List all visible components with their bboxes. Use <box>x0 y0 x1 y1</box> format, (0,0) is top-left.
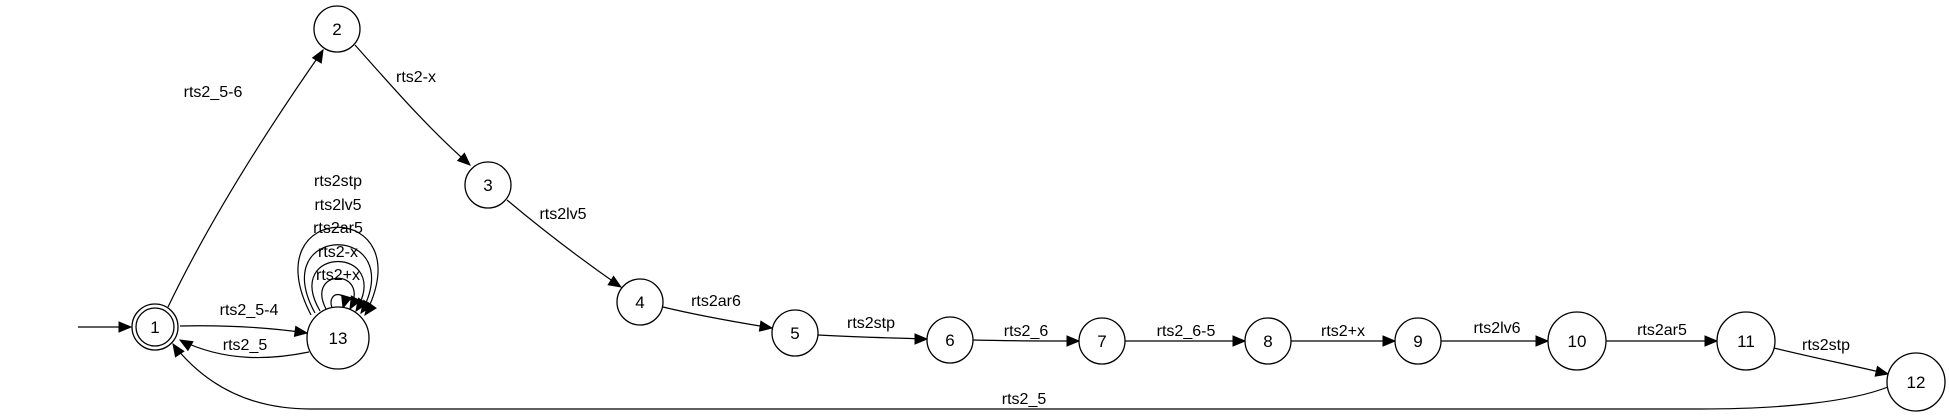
edge-3-to-4 <box>506 199 622 288</box>
state-label: 12 <box>1907 373 1926 392</box>
arrowhead <box>607 275 623 288</box>
edge-5-to-6 <box>817 334 928 340</box>
arrowhead <box>1535 335 1550 347</box>
edges-layer <box>78 44 1890 410</box>
edge-label: rts2_5 <box>1002 391 1047 408</box>
arrowhead <box>1232 335 1247 347</box>
edge-label: rts2stp <box>314 173 362 190</box>
state-node-1: 1 <box>131 303 179 351</box>
edge-label: rts2_5-6 <box>184 84 243 101</box>
edge-13-to-13-loop-6 <box>303 244 373 314</box>
arrowhead <box>758 320 774 332</box>
edge-1-to-13 <box>179 325 308 334</box>
arrowhead <box>914 333 929 345</box>
arrowhead <box>1066 335 1081 347</box>
state-circle <box>464 161 512 209</box>
state-circle <box>306 306 370 370</box>
state-label: 2 <box>332 20 341 39</box>
arrowhead <box>311 48 324 64</box>
state-label: 10 <box>1568 332 1587 351</box>
state-circle <box>1394 317 1442 365</box>
edge-label: rts2-x <box>396 69 436 86</box>
state-node-4: 4 <box>616 278 664 326</box>
state-node-5: 5 <box>771 309 819 357</box>
edge-13-to-13-loop-4 <box>321 277 355 310</box>
edge-label: rts2stp <box>847 315 895 332</box>
state-circle <box>1547 311 1607 371</box>
arrowhead <box>178 339 194 352</box>
edge-label: rts2+x <box>316 267 360 284</box>
edge-label: rts2ar6 <box>691 293 741 310</box>
state-circle <box>313 5 361 53</box>
edge-label: rts2lv5 <box>314 197 361 214</box>
edge-13-to-1 <box>179 339 310 359</box>
edge-label: rts2stp <box>1802 337 1850 354</box>
edge-label: rts2lv5 <box>539 206 586 223</box>
accepting-state-inner-circle <box>135 307 175 347</box>
state-node-8: 8 <box>1244 317 1292 365</box>
state-circle <box>926 316 974 364</box>
edge-labels-layer: rts2_5-6 rts2_5-4 rts2_5 rts2+x rts2-x rts2ar… <box>184 69 1850 408</box>
state-circle <box>771 309 819 357</box>
edge-13-to-13-loop-5 <box>311 261 365 312</box>
edge-6-to-7 <box>972 339 1080 342</box>
arrowhead <box>1874 365 1890 377</box>
initial-state-arrowhead <box>118 321 133 333</box>
state-node-2: 2 <box>313 5 361 53</box>
state-circle <box>1244 317 1292 365</box>
state-label: 6 <box>945 331 954 350</box>
state-label: 1 <box>150 318 159 337</box>
state-node-11: 11 <box>1716 311 1776 371</box>
arrowhead <box>293 325 309 338</box>
state-circle <box>1716 311 1776 371</box>
state-node-10: 10 <box>1547 311 1607 371</box>
state-node-6: 6 <box>926 316 974 364</box>
state-label: 9 <box>1413 332 1422 351</box>
state-node-13: 13 <box>306 306 370 370</box>
state-label: 11 <box>1737 332 1755 351</box>
edge-2-to-3 <box>354 44 471 166</box>
state-node-9: 9 <box>1394 317 1442 365</box>
arrowhead <box>364 301 377 317</box>
state-label: 8 <box>1263 332 1272 351</box>
arrowhead <box>172 342 185 358</box>
edge-label: rts2_6-5 <box>1157 323 1216 340</box>
state-label: 7 <box>1097 332 1106 351</box>
edge-label: rts2ar5 <box>1637 322 1687 339</box>
edge-label: rts2_5-4 <box>220 302 279 319</box>
edge-12-to-1 <box>172 343 1889 410</box>
arrowhead <box>355 297 368 313</box>
edge-label: rts2_6 <box>1004 323 1049 340</box>
edge-13-to-13-loop-7 <box>297 226 379 316</box>
state-circle <box>1078 317 1126 365</box>
edge-1-to-2 <box>167 49 324 308</box>
state-label: 5 <box>790 324 799 343</box>
edge-label: rts2_5 <box>223 337 268 354</box>
state-node-12: 12 <box>1886 352 1946 412</box>
edge-label: rts2ar5 <box>313 220 363 237</box>
arrowhead <box>456 152 471 166</box>
state-circle <box>616 278 664 326</box>
arrowhead <box>1382 335 1397 347</box>
state-node-7: 7 <box>1078 317 1126 365</box>
arrowhead <box>1704 335 1719 347</box>
arrowhead <box>349 295 362 311</box>
arrowhead <box>341 294 353 310</box>
state-circle <box>1886 352 1946 412</box>
state-label: 13 <box>329 329 348 348</box>
state-label: 4 <box>635 293 644 312</box>
state-label: 3 <box>483 176 492 195</box>
edge-label: rts2-x <box>318 244 358 261</box>
edge-label: rts2lv6 <box>1473 320 1520 337</box>
edge-label: rts2+x <box>1321 323 1365 340</box>
state-node-3: 3 <box>464 161 512 209</box>
edge-4-to-5 <box>662 306 773 329</box>
